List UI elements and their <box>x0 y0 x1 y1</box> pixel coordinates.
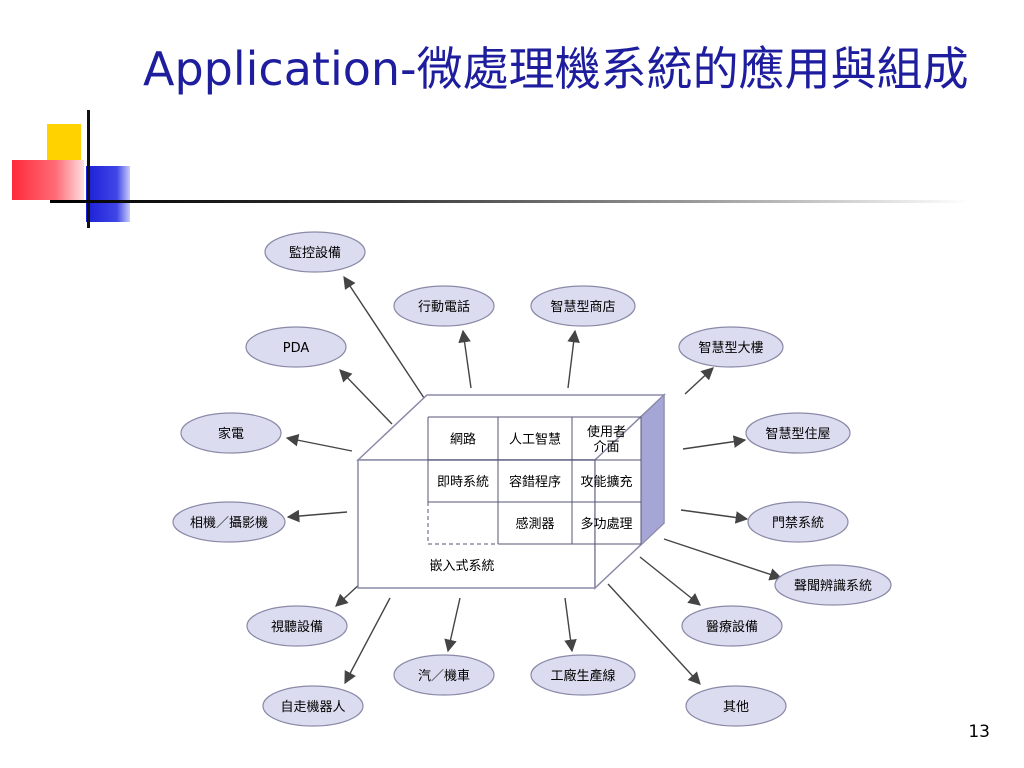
node-building: 智慧型大樓 <box>678 326 784 368</box>
node-ellipse <box>681 605 783 647</box>
node-appliance: 家電 <box>180 412 282 454</box>
node-ellipse <box>393 654 495 696</box>
node-ellipse <box>172 501 286 543</box>
decor-red-square <box>12 160 84 200</box>
node-ellipse <box>678 326 784 368</box>
decor-blue-square <box>86 166 130 222</box>
node-voice: 聲聞辨識系統 <box>774 564 892 606</box>
node-ellipse <box>774 564 892 606</box>
node-label: 工廠生產線 <box>550 668 615 684</box>
arrow-to-pda <box>339 369 393 425</box>
embedded-system-label: 嵌入式系統 <box>429 559 494 574</box>
node-medical: 醫療設備 <box>681 605 783 647</box>
arrow-to-voice <box>663 538 783 581</box>
arrow-to-vehicle <box>444 597 461 653</box>
node-label: PDA <box>283 341 310 356</box>
cell-multi: 多功處理 <box>580 516 632 532</box>
cell-ui: 使用者介面 <box>587 424 626 455</box>
node-av: 視聽設備 <box>246 605 348 647</box>
node-monitor: 監控設備 <box>264 231 366 273</box>
cell-ai: 人工智慧 <box>509 432 561 448</box>
node-ellipse <box>246 605 348 647</box>
node-label: 監控設備 <box>289 245 341 261</box>
node-label: 視聽設備 <box>271 619 323 635</box>
arrow-to-phone <box>458 329 472 389</box>
page-number: 13 <box>968 722 990 742</box>
node-phone: 行動電話 <box>393 285 495 327</box>
node-label: 行動電話 <box>418 299 470 315</box>
arrow-to-access <box>680 509 749 524</box>
node-ellipse <box>245 326 347 368</box>
node-store: 智慧型商店 <box>530 285 636 327</box>
node-ellipse <box>745 412 851 454</box>
node-label: 家電 <box>218 426 244 442</box>
cell-sensor: 感測器 <box>515 516 554 532</box>
arrow-to-store <box>567 329 580 389</box>
arrow-to-robot <box>344 597 391 685</box>
node-ellipse <box>393 285 495 327</box>
arrow-to-house <box>682 435 747 450</box>
cell-realtime: 即時系統 <box>437 475 489 490</box>
cell-fault: 容錯程序 <box>509 474 561 490</box>
box-side-shade <box>640 393 665 547</box>
arrow-to-camera <box>286 509 348 523</box>
node-pda: PDA <box>245 326 347 368</box>
node-ellipse <box>262 685 364 727</box>
arrow-to-medical <box>639 556 701 606</box>
node-ellipse <box>747 501 849 543</box>
node-access: 門禁系統 <box>747 501 849 543</box>
decor-yellow-square <box>47 124 81 160</box>
node-camera: 相機／攝影機 <box>172 501 286 543</box>
node-label: 汽／機車 <box>418 669 470 684</box>
node-label: 自走機器人 <box>280 700 345 715</box>
node-other: 其他 <box>685 685 787 727</box>
node-label: 智慧型大樓 <box>698 340 763 356</box>
node-ellipse <box>530 654 636 696</box>
node-house: 智慧型住屋 <box>745 412 851 454</box>
node-robot: 自走機器人 <box>262 685 364 727</box>
node-ellipse <box>180 412 282 454</box>
node-label: 智慧型住屋 <box>765 426 830 442</box>
node-vehicle: 汽／機車 <box>393 654 495 696</box>
cell-expand: 攻能擴充 <box>580 474 632 490</box>
arrow-to-monitor <box>343 275 429 405</box>
node-label: 門禁系統 <box>772 516 824 531</box>
node-ellipse <box>264 231 366 273</box>
node-label: 相機／攝影機 <box>190 515 268 531</box>
arrow-to-building <box>684 367 714 395</box>
arrow-to-other <box>607 583 701 685</box>
node-ellipse <box>530 285 636 327</box>
node-factory: 工廠生產線 <box>530 654 636 696</box>
arrow-to-appliance <box>285 434 353 452</box>
node-label: 聲聞辨識系統 <box>794 578 872 594</box>
node-label: 其他 <box>723 700 749 715</box>
node-label: 智慧型商店 <box>550 299 615 315</box>
node-label: 醫療設備 <box>706 619 758 635</box>
decor-vertical-line <box>87 110 90 228</box>
title-underline <box>50 200 970 203</box>
cell-network: 網路 <box>450 432 476 448</box>
slide-title: Application-微處理機系統的應用與組成 <box>143 42 969 96</box>
node-ellipse <box>685 685 787 727</box>
arrow-to-factory <box>564 597 577 653</box>
